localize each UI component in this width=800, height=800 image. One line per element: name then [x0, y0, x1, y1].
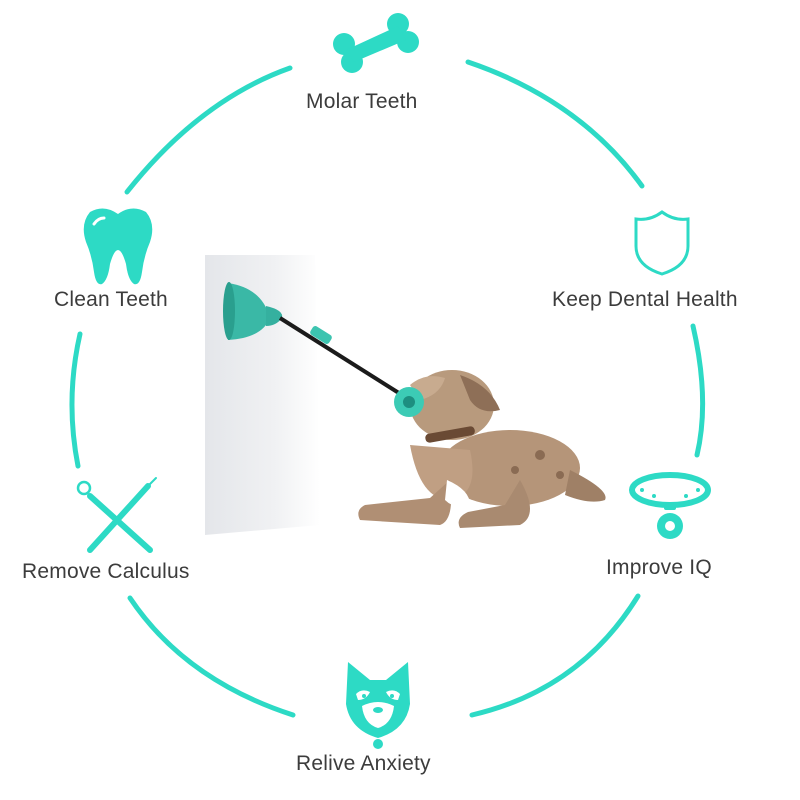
- bone-icon: [333, 13, 419, 73]
- ring-arc-left: [69, 331, 83, 469]
- chew-ring: [394, 387, 424, 417]
- wall-panel: [205, 255, 320, 535]
- ring-arc-right-lower: [469, 593, 641, 718]
- label-remove-calculus: Remove Calculus: [22, 560, 190, 583]
- suction-cup: [223, 282, 283, 340]
- label-clean-teeth: Clean Teeth: [54, 288, 168, 311]
- shield-icon: [634, 210, 690, 276]
- dental-tools-icon: [76, 477, 157, 553]
- collar-icon: [629, 472, 711, 539]
- dog: [358, 370, 606, 528]
- dog-face-icon: [346, 662, 410, 749]
- rope-sleeve: [310, 326, 332, 344]
- ring-arc-top-left: [124, 65, 293, 195]
- label-keep-dental-health: Keep Dental Health: [552, 288, 738, 311]
- label-relive-anxiety: Relive Anxiety: [296, 752, 431, 775]
- label-molar-teeth: Molar Teeth: [306, 90, 418, 113]
- ring-arc-bottom-left: [127, 595, 296, 718]
- label-improve-iq: Improve IQ: [606, 556, 712, 579]
- rope: [278, 316, 404, 397]
- ring-arc-right-upper: [690, 323, 706, 458]
- tooth-icon: [83, 208, 153, 285]
- ring-arc-top-right: [465, 59, 645, 189]
